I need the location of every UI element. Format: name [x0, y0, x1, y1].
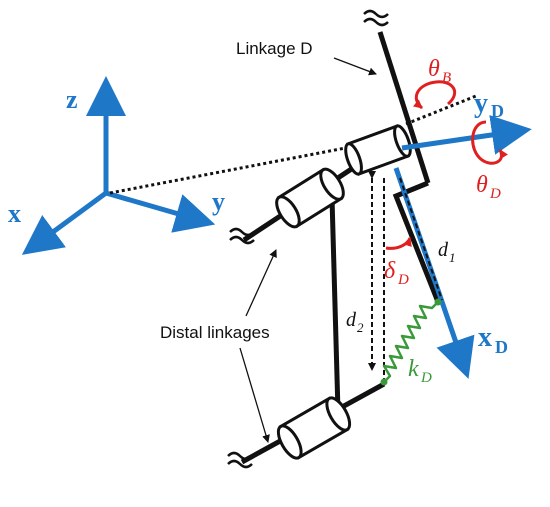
world-x-axis [21, 190, 108, 255]
joint-cylinder-upper-distal [275, 167, 345, 229]
distal-leader-lower [239, 347, 270, 443]
theta-d-symbol: θ [476, 172, 488, 198]
joint-cylinder-d [344, 124, 412, 176]
spring-end-lower [380, 378, 388, 386]
linkage-d-leader [333, 57, 377, 76]
linkage-d-label: Linkage D [236, 39, 313, 58]
axis-y-label: y [212, 187, 225, 216]
break-mark-upper-left [229, 227, 255, 245]
linkage-d-bend [392, 180, 441, 303]
d1-symbol: d [438, 239, 449, 261]
theta-d-rotation-arrow [471, 120, 508, 165]
d2-subscript: 2 [357, 320, 364, 335]
spring-kd [382, 301, 439, 383]
d2-symbol: d [346, 309, 357, 331]
world-y-axis [105, 190, 216, 233]
linkage-d-upper-bar [377, 31, 431, 184]
break-mark-top [363, 9, 389, 27]
theta-b-symbol: θ [428, 56, 440, 82]
theta-d-subscript: D [489, 186, 501, 202]
dotted-line-theta-b-axis [405, 94, 477, 126]
kd-subscript: D [420, 370, 432, 386]
yd-label-sub: D [491, 101, 504, 121]
connecting-vertical-bar [329, 197, 341, 413]
linkage-d [363, 9, 441, 303]
world-frame: z x y [8, 76, 225, 255]
distal-leader-upper [245, 249, 277, 317]
yd-axis-arrow [401, 115, 532, 155]
xd-label-main: x [478, 322, 492, 353]
delta-d-angle-arc [385, 237, 412, 250]
xd-label-sub: D [495, 337, 508, 357]
theta-b-subscript: B [442, 70, 451, 86]
axis-z-label: z [66, 85, 78, 114]
kd-symbol: k [408, 356, 419, 382]
break-mark-lower-left [227, 451, 253, 469]
d1-subscript: 1 [449, 250, 456, 265]
delta-d-symbol: δ [384, 258, 396, 284]
axis-x-label: x [8, 199, 21, 228]
distal-linkages-label: Distal linkages [160, 323, 270, 342]
yd-label-main: y [474, 88, 488, 119]
joint-cylinder-lower-distal [276, 396, 352, 460]
theta-b-rotation-arrow [412, 80, 457, 110]
d1-dimension-line [399, 177, 443, 301]
delta-d-subscript: D [397, 272, 409, 288]
spring-end-upper [434, 298, 442, 306]
